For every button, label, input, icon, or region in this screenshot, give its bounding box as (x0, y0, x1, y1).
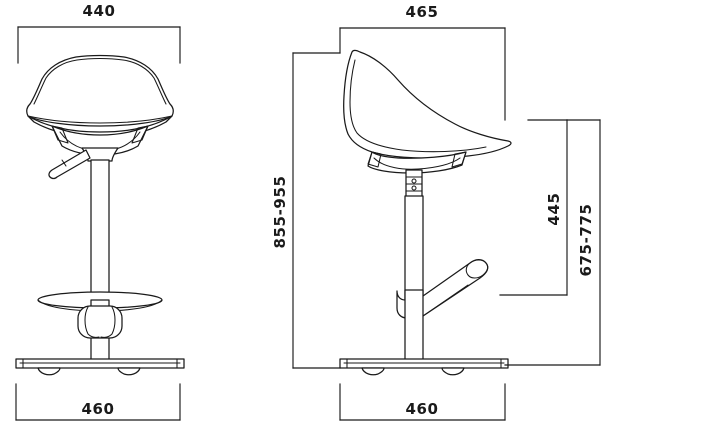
dimension-460-front-label: 460 (81, 400, 114, 418)
front-hub-inner-right (100, 306, 116, 338)
dimension-460-front: 460 (15, 383, 181, 421)
front-lever-detail (61, 159, 67, 167)
side-glide-right (441, 367, 465, 376)
dimension-460-side: 460 (339, 383, 506, 421)
front-column-hub (77, 305, 123, 339)
dimension-855-955: 855-955 (271, 52, 341, 369)
side-footrest-tip (465, 259, 489, 279)
dimension-440-label: 440 (82, 2, 115, 20)
side-view-group (339, 49, 512, 376)
front-shell-lip (27, 115, 173, 124)
front-bracket-left (51, 125, 69, 144)
front-hub-inner-left (84, 306, 100, 338)
dimension-445-label: 445 (545, 192, 563, 225)
side-bracket-right (451, 151, 467, 168)
side-seat-underside-contour (373, 157, 461, 170)
dimension-460-side-label: 460 (405, 400, 438, 418)
front-bracket-right (131, 125, 149, 144)
side-seat-shell (343, 49, 512, 159)
front-glide-right (117, 367, 141, 376)
front-view-group (15, 54, 185, 376)
dimension-855-955-label: 855-955 (271, 175, 289, 248)
dimension-675-775-label: 675-775 (577, 203, 595, 276)
front-adjust-lever (48, 149, 91, 180)
dimension-445: 445 (499, 119, 568, 296)
dimension-440: 440 (17, 2, 181, 64)
side-mount-bolt-2 (411, 185, 417, 191)
side-lower-column (404, 289, 424, 363)
side-footrest-inner-line (419, 284, 469, 319)
side-glide-left (361, 367, 385, 376)
dimension-465-label: 465 (405, 3, 438, 21)
side-bracket-left (367, 151, 382, 168)
side-seat-surface-contour (349, 59, 487, 153)
front-gas-column (90, 159, 110, 309)
side-mount-bolt-1 (411, 178, 417, 184)
front-seat-shell (26, 54, 174, 127)
dimension-675-775: 675-775 (504, 119, 601, 366)
dimension-465: 465 (339, 3, 506, 121)
side-gas-column (404, 195, 424, 301)
front-shell-inner-contour (33, 57, 167, 105)
front-glide-left (37, 367, 61, 376)
